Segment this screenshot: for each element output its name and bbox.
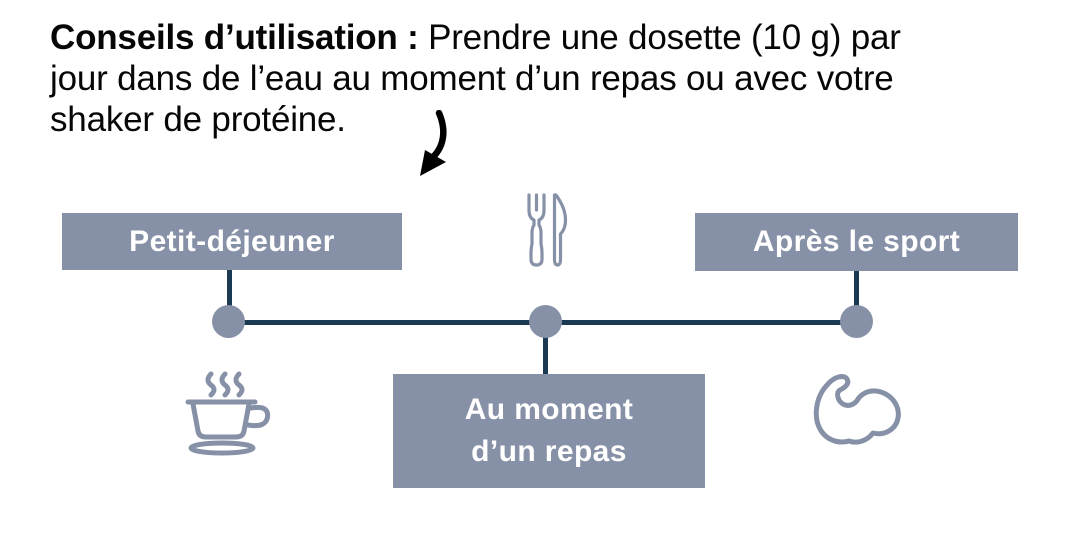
label-meal-time: Au moment d’un repas: [464, 393, 634, 468]
heading-line-1: Conseils d’utilisation : Prendre une dos…: [50, 17, 1050, 58]
timeline-dot-breakfast: [212, 305, 245, 338]
fork-knife-icon: [527, 193, 568, 267]
heading-line-1-text: Prendre une dosette (10 g) par: [418, 18, 901, 57]
label-box-after-sport: Après le sport: [695, 213, 1018, 271]
label-breakfast: Petit-déjeuner: [129, 224, 335, 258]
timeline-dot-meal: [529, 305, 562, 338]
hand-drawn-down-arrow-icon: [420, 110, 447, 176]
label-after-sport: Après le sport: [752, 225, 961, 258]
heading-bold-label: Conseils d’utilisation :: [50, 18, 419, 57]
label-box-breakfast: Petit-déjeuner: [62, 213, 402, 270]
label-box-meal-time: Au moment d’un repas: [393, 374, 705, 488]
heading-line-2: jour dans de l’eau au moment d’un repas …: [50, 59, 894, 98]
heading: Conseils d’utilisation : Prendre une dos…: [50, 17, 1050, 140]
connector-meal: [543, 322, 548, 374]
connector-sport: [854, 271, 859, 322]
timeline-dot-sport: [840, 305, 873, 338]
heading-line-3: shaker de protéine.: [50, 100, 346, 139]
connector-breakfast: [227, 270, 232, 322]
flexed-bicep-icon: [813, 374, 901, 445]
coffee-cup-icon: [185, 371, 271, 456]
